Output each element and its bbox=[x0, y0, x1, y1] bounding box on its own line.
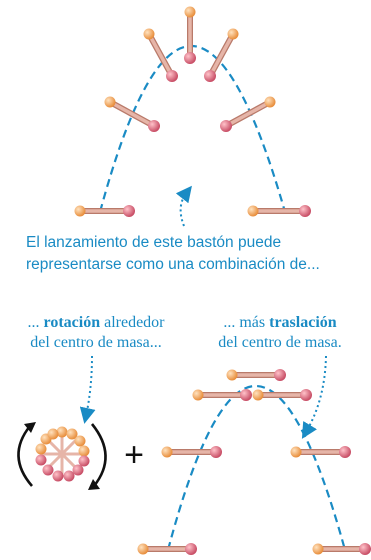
translation-caption-bold: traslación bbox=[269, 314, 337, 331]
translation-baton-upper-right bbox=[252, 389, 312, 401]
rotation-arrowhead-left bbox=[24, 422, 36, 433]
translation-baton-mid-left bbox=[161, 446, 222, 458]
baton-mid-left bbox=[104, 96, 160, 132]
translation-baton-upper-left bbox=[192, 389, 252, 401]
baton-mid-right bbox=[220, 96, 276, 132]
translation-caption-prefix: ... más bbox=[223, 314, 270, 331]
upper-trajectory bbox=[98, 45, 287, 213]
rotation-cluster bbox=[35, 426, 90, 482]
baton-top-right bbox=[204, 28, 239, 82]
translation-caption: ... más traslación del centro de masa. bbox=[190, 313, 370, 353]
rotation-arrow-right bbox=[90, 423, 107, 487]
baton-top-left bbox=[143, 28, 178, 82]
main-caption-line1: El lanzamiento de este bastón puede bbox=[26, 234, 282, 251]
rotation-arrow-left bbox=[17, 425, 33, 487]
rotation-caption-prefix: ... bbox=[27, 314, 44, 331]
translation-baton-mid-right bbox=[290, 446, 351, 458]
rotation-arrowhead-right bbox=[88, 479, 100, 490]
baton-bottom-left bbox=[74, 205, 135, 217]
rotation-pointer-arrow bbox=[79, 355, 96, 424]
translation-caption-line2: del centro de masa. bbox=[218, 334, 342, 351]
translation-baton-bottom-right bbox=[312, 543, 371, 555]
lower-trajectory bbox=[166, 385, 347, 551]
translation-caption-line1: ... más traslación bbox=[190, 313, 370, 333]
translation-baton-bottom-left bbox=[137, 543, 197, 555]
rotation-rods bbox=[42, 434, 82, 474]
main-caption: El lanzamiento de este bastón puede repr… bbox=[26, 232, 366, 276]
rotation-caption: ... rotación alrededor del centro de mas… bbox=[6, 313, 186, 353]
translation-baton-top bbox=[226, 369, 286, 381]
rotation-caption-bold: rotación bbox=[43, 314, 101, 331]
upper-batons bbox=[74, 6, 311, 217]
rotation-caption-suffix: alrededor bbox=[100, 314, 165, 331]
baton-bottom-right bbox=[247, 205, 311, 217]
plus-sign: + bbox=[124, 436, 144, 474]
caption-pointer-arrow bbox=[175, 185, 192, 227]
translation-pointer-arrow bbox=[301, 355, 327, 439]
rotation-caption-line2: del centro de masa... bbox=[30, 334, 162, 351]
main-caption-line2: representarse como una combinación de... bbox=[26, 256, 320, 273]
rotation-caption-line1: ... rotación alrededor bbox=[6, 313, 186, 333]
baton-top bbox=[184, 6, 196, 64]
lower-batons bbox=[137, 369, 371, 555]
